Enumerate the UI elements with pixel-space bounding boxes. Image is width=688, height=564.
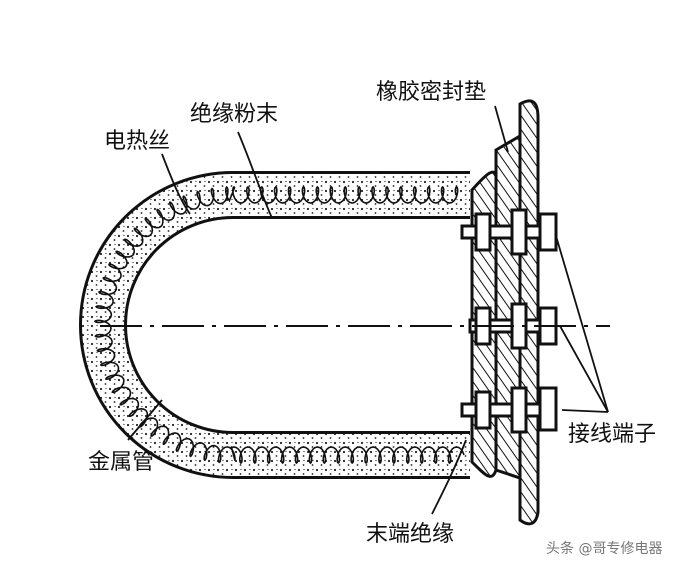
label-end-insulation: 末端绝缘 [366, 522, 454, 547]
leader-terminal-1 [555, 235, 609, 413]
label-metal-tube: 金属管 [88, 450, 154, 475]
leader-terminal-2 [559, 325, 609, 413]
heating-wire [93, 185, 465, 465]
label-insulating-powder: 绝缘粉末 [190, 102, 278, 127]
label-terminal: 接线端子 [568, 422, 656, 447]
leader-insulating-powder [237, 131, 273, 219]
label-heating-wire: 电热丝 [104, 129, 170, 154]
terminal-top [460, 208, 558, 256]
terminal-bottom [460, 386, 558, 434]
leader-terminal-3 [561, 409, 609, 413]
label-rubber-gasket: 橡胶密封垫 [376, 80, 486, 105]
leader-lines [127, 105, 609, 515]
heating-wire-coil [93, 185, 465, 465]
watermark-text: 头条 @哥专修电器 [546, 540, 662, 557]
leader-end-insulation [431, 439, 467, 515]
leader-rubber-gasket [494, 105, 509, 153]
leader-metal-tube [127, 399, 163, 441]
leader-heating-wire [161, 153, 191, 215]
